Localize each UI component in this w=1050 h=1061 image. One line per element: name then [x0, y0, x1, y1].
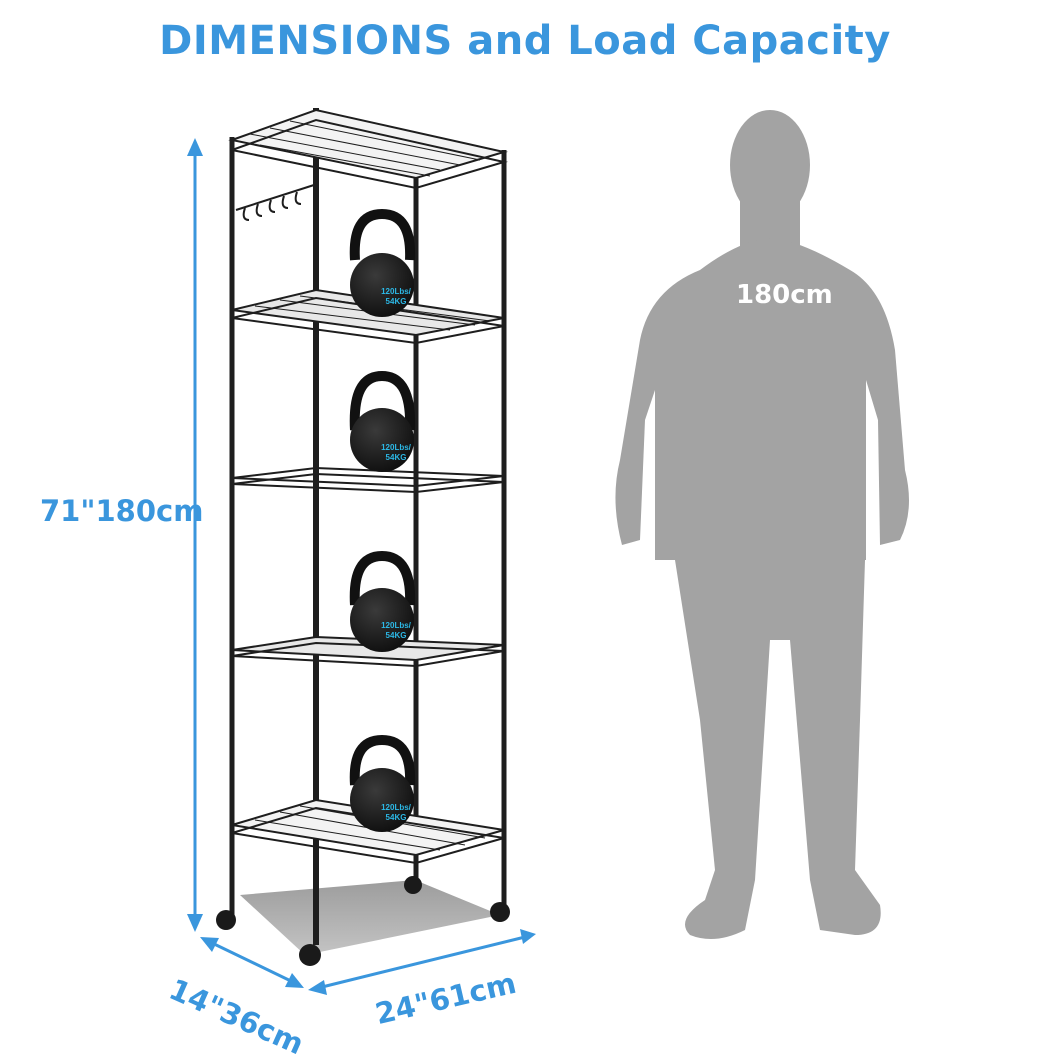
person-height-label: 180cm	[736, 280, 833, 310]
kettlebell-1: 120Lbs/ 54KG	[349, 208, 416, 317]
kettlebell-3: 120Lbs/ 54KG	[349, 550, 416, 652]
casters	[216, 876, 510, 966]
svg-text:120Lbs/: 120Lbs/	[381, 803, 412, 812]
svg-text:54KG: 54KG	[386, 453, 407, 462]
kettlebell-4: 120Lbs/ 54KG	[349, 734, 416, 832]
svg-text:54KG: 54KG	[386, 297, 407, 306]
svg-text:120Lbs/: 120Lbs/	[381, 287, 412, 296]
height-dimension-label: 71"180cm	[40, 494, 204, 528]
floor-shadow	[240, 880, 500, 955]
width-arrow	[308, 929, 536, 995]
height-arrow	[187, 138, 203, 932]
shelf-tier-3	[231, 466, 505, 494]
svg-text:120Lbs/: 120Lbs/	[381, 443, 412, 452]
svg-text:54KG: 54KG	[386, 813, 407, 822]
svg-text:120Lbs/: 120Lbs/	[381, 621, 412, 630]
shelf-tier-1	[228, 108, 508, 190]
depth-arrow	[200, 937, 304, 988]
human-silhouette	[615, 110, 909, 939]
svg-text:54KG: 54KG	[386, 631, 407, 640]
kettlebell-2: 120Lbs/ 54KG	[349, 370, 416, 472]
hook-rail	[235, 184, 315, 221]
page-title: DIMENSIONS and Load Capacity	[159, 18, 891, 64]
